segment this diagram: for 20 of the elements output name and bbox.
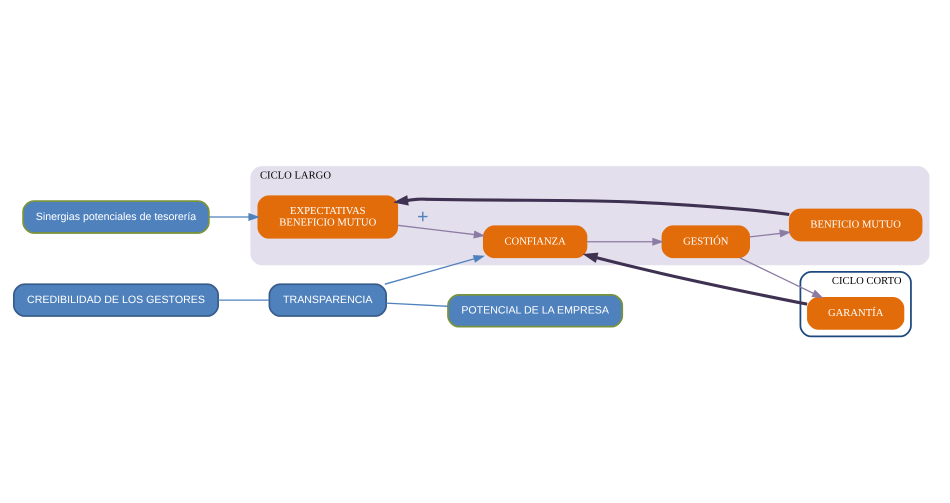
node-box: BENFICIO MUTUO xyxy=(788,208,922,242)
connector xyxy=(218,299,270,301)
arrow xyxy=(393,195,790,216)
arrow xyxy=(740,257,824,298)
arrow xyxy=(398,224,486,238)
arrow xyxy=(384,255,485,285)
node-box: GESTIÓN xyxy=(662,225,750,258)
arrow xyxy=(750,229,792,238)
node-box: TRANSPARENCIA xyxy=(268,283,388,317)
arrow xyxy=(586,238,664,246)
node-box: CREDIBILIDAD DE LOS GESTORES xyxy=(12,283,219,317)
node-box: POTENCIAL DE LA EMPRESA xyxy=(447,294,624,328)
node-box: CONFIANZA xyxy=(482,225,588,258)
node-box: EXPECTATIVAS BENEFICIO MUTUO xyxy=(257,195,398,239)
edge-label: + xyxy=(417,206,429,228)
arrow xyxy=(209,212,260,222)
node-box: Sinergias potenciales de tesorería xyxy=(22,200,210,234)
arrow xyxy=(582,252,808,306)
node-box: GARANTÍA xyxy=(807,297,904,330)
connector xyxy=(386,302,448,307)
